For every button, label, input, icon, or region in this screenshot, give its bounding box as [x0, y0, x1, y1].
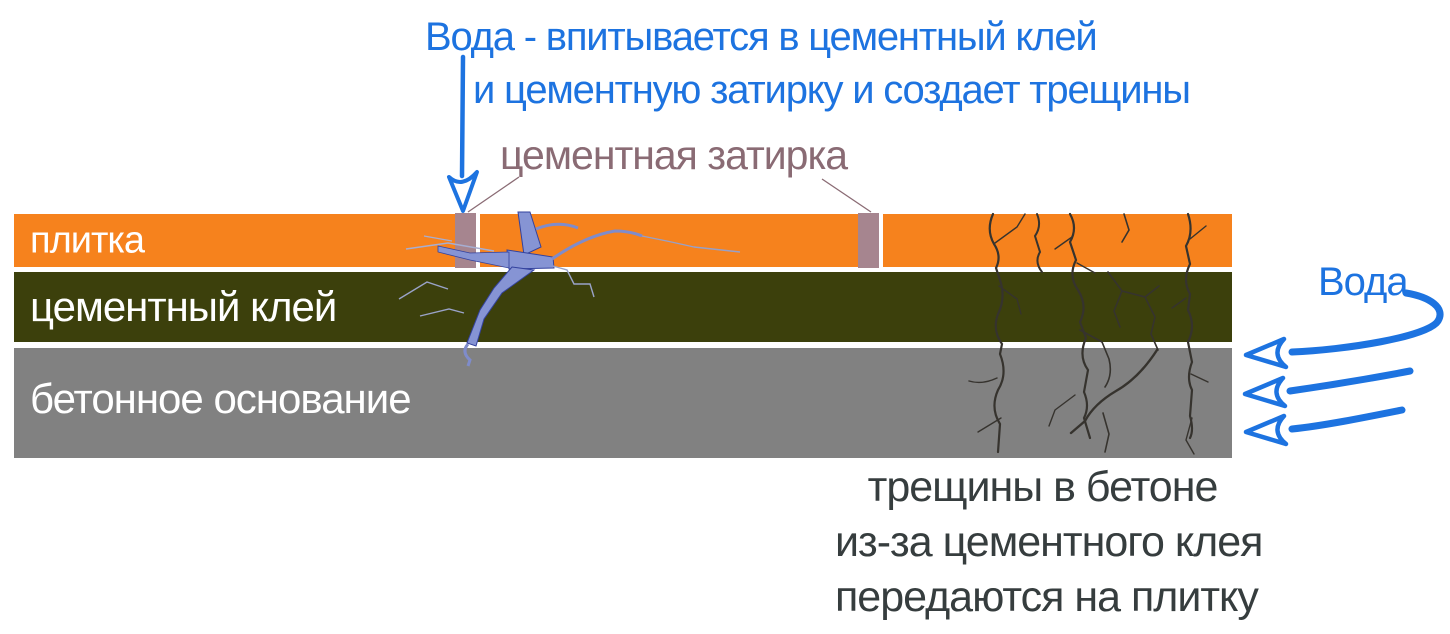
water-absorption-note: Вода - впитывается в цементный клей и це…	[425, 11, 1191, 117]
layer-cement-glue: цементный клей	[14, 272, 1232, 342]
layer-concrete-base: бетонное основание	[14, 348, 1232, 458]
cracks-transfer-note-line3: передаются на плитку	[835, 573, 1259, 621]
layer-concrete-base-label: бетонное основание	[30, 374, 412, 422]
arrow-left-icon	[1242, 375, 1288, 409]
water-label: Вода	[1318, 260, 1409, 304]
layer-tile-label: плитка	[30, 219, 145, 261]
layer-tile: плитка	[14, 214, 1232, 267]
cracks-transfer-note-line2: из-за цементного клея	[835, 518, 1263, 566]
arrow-shaft-3	[1288, 406, 1406, 433]
grout-leader-left	[467, 176, 520, 213]
water-absorption-note-line2: и цементную затирку и создает трещины	[473, 68, 1191, 112]
arrow-down-icon	[447, 170, 479, 213]
cracks-transfer-note-line1: трещины в бетоне	[867, 463, 1219, 511]
grout-joint-right	[858, 213, 883, 268]
cracks-transfer-note: трещины в бетоне из-за цементного клея п…	[835, 460, 1263, 625]
arrow-left-icon	[1243, 413, 1289, 447]
arrow-shaft-2	[1286, 367, 1414, 395]
grout-label: цементная затирка	[500, 132, 848, 178]
grout-leader-lines	[467, 176, 872, 213]
grout-joint-left	[455, 213, 480, 268]
grout-leader-right	[821, 178, 872, 213]
water-absorption-note-line1: Вода - впитывается в цементный клей	[425, 15, 1098, 59]
layer-cement-glue-label: цементный клей	[30, 283, 337, 330]
arrow-left-icon	[1243, 336, 1289, 370]
